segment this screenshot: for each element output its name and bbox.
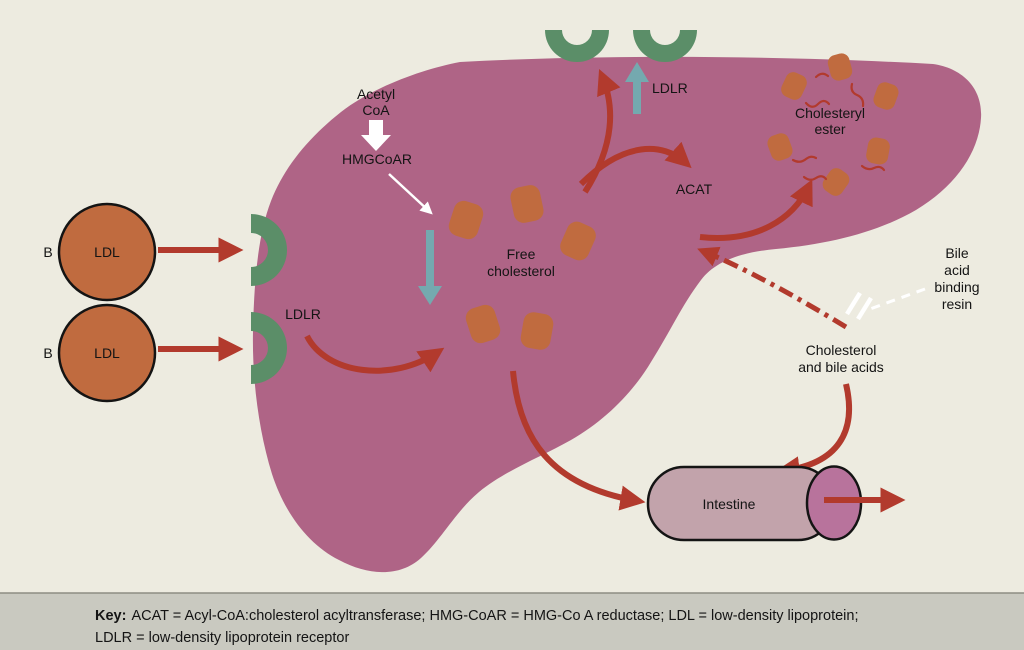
label-free-cholesterol: cholesterol — [487, 263, 555, 279]
key-line-2: LDLR = low-density lipoprotein receptor — [95, 630, 349, 646]
white-block-arrow-acetylcoa-to-hmgcoar — [361, 120, 391, 151]
cholesteryl-ester-cluster — [767, 53, 899, 196]
label-cholesterol-bile-acids: Cholesterol — [806, 342, 877, 358]
ldl-receptor-top-1 — [545, 30, 609, 62]
cholesteryl-ester-molecule — [873, 82, 899, 110]
label-bile-resin: binding — [934, 279, 979, 295]
ester-squiggle — [791, 155, 818, 163]
cholesteryl-ester-molecule — [822, 168, 850, 196]
key-definitions: ACAT = Acyl-CoA:cholesterol acyltransfer… — [131, 608, 858, 624]
cholesteryl-ester-molecule — [866, 137, 890, 165]
label-acetyl-coa: CoA — [362, 102, 390, 118]
arrow-cholesterol-to-intestine — [510, 370, 646, 511]
teal-down-arrow-synthesis — [418, 230, 442, 305]
cholesterol-molecule — [448, 200, 484, 240]
cholesterol-molecule — [560, 221, 596, 261]
label-acat: ACAT — [676, 181, 713, 197]
cholesteryl-ester-molecule — [781, 72, 807, 100]
cholesteryl-ester-molecule — [827, 53, 853, 81]
label-cholesteryl-ester: ester — [814, 121, 845, 137]
label-intestine: Intestine — [703, 496, 756, 512]
resin-block-mark-1 — [845, 291, 862, 316]
cholesteryl-ester-molecule — [767, 133, 793, 161]
ester-squiggle — [814, 72, 830, 79]
ester-squiggle — [850, 82, 865, 108]
label-hmgcoar: HMGCoAR — [342, 151, 412, 167]
label-ldl-1: LDL — [94, 244, 120, 260]
free-cholesterol-molecules — [448, 185, 596, 350]
cholesterol-molecule — [520, 312, 554, 350]
ester-squiggle — [860, 164, 886, 172]
label-bile-resin: Bile — [945, 245, 969, 261]
ldl-receptor-left-1 — [251, 214, 287, 286]
ldl-receptor-left-2 — [251, 312, 287, 384]
label-cholesterol-bile-acids: and bile acids — [798, 359, 884, 375]
cholesterol-molecule — [510, 185, 544, 223]
cholesterol-molecule — [465, 304, 501, 344]
ldl-particle-2 — [57, 303, 157, 403]
label-bile-resin: acid — [944, 262, 970, 278]
ester-squiggle — [802, 175, 828, 181]
white-arrow-hmgcoar-to-synthesis — [388, 173, 433, 215]
ldl-receptor-top-2 — [633, 30, 697, 62]
label-apo-b-1: B — [43, 244, 52, 260]
arrow-receptor-expression — [582, 69, 621, 194]
label-apo-b-2: B — [43, 345, 52, 361]
label-acetyl-coa: Acetyl — [357, 86, 395, 102]
label-ldl-2: LDL — [94, 345, 120, 361]
arrow-to-acat — [578, 141, 692, 187]
teal-up-arrow-ldlr — [625, 62, 649, 114]
label-ldlr-top: LDLR — [652, 80, 688, 96]
arrow-ldlr-internalization — [304, 334, 445, 374]
resin-dashed-line — [869, 287, 926, 311]
ldl-particle-1 — [57, 202, 157, 302]
arrow-bile-acid-feedback — [697, 246, 848, 330]
label-ldlr-left: LDLR — [285, 306, 321, 322]
intestine — [646, 465, 906, 542]
label-cholesteryl-ester: Cholesteryl — [795, 105, 865, 121]
label-bile-resin: resin — [942, 296, 972, 312]
key-line-1: Key: ACAT = Acyl-CoA:cholesterol acyltran… — [95, 608, 858, 624]
resin-block-mark-2 — [856, 296, 873, 321]
label-free-cholesterol: Free — [507, 246, 536, 262]
arrow-acat-to-ester — [699, 179, 813, 241]
ester-squiggle — [804, 99, 831, 108]
key-label: Key: — [95, 608, 126, 624]
key-panel — [0, 593, 1024, 650]
